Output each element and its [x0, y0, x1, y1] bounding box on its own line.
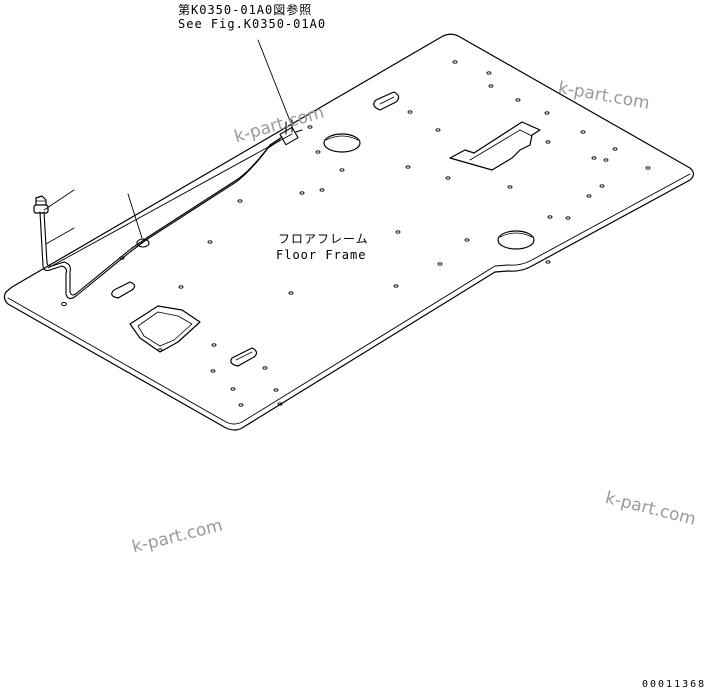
part-name-en: Floor Frame [276, 248, 367, 262]
left-cutout [129, 305, 201, 353]
fitting [33, 195, 49, 214]
small-slots [111, 281, 258, 367]
round-holes [323, 133, 535, 250]
leader-lines [43, 39, 293, 269]
floor-frame-plate [3, 33, 695, 431]
drawing-number: 00011368 [642, 679, 707, 690]
notched-cutout [449, 121, 541, 171]
bolt-holes [61, 60, 651, 407]
callout-ref-jp: 第K0350-01A0図参照 [178, 3, 313, 17]
part-name-jp: フロアフレーム [278, 232, 369, 246]
callout-ref-en: See Fig.K0350-01A0 [178, 17, 327, 31]
upper-slot [373, 91, 400, 111]
pipe-line [39, 119, 303, 300]
